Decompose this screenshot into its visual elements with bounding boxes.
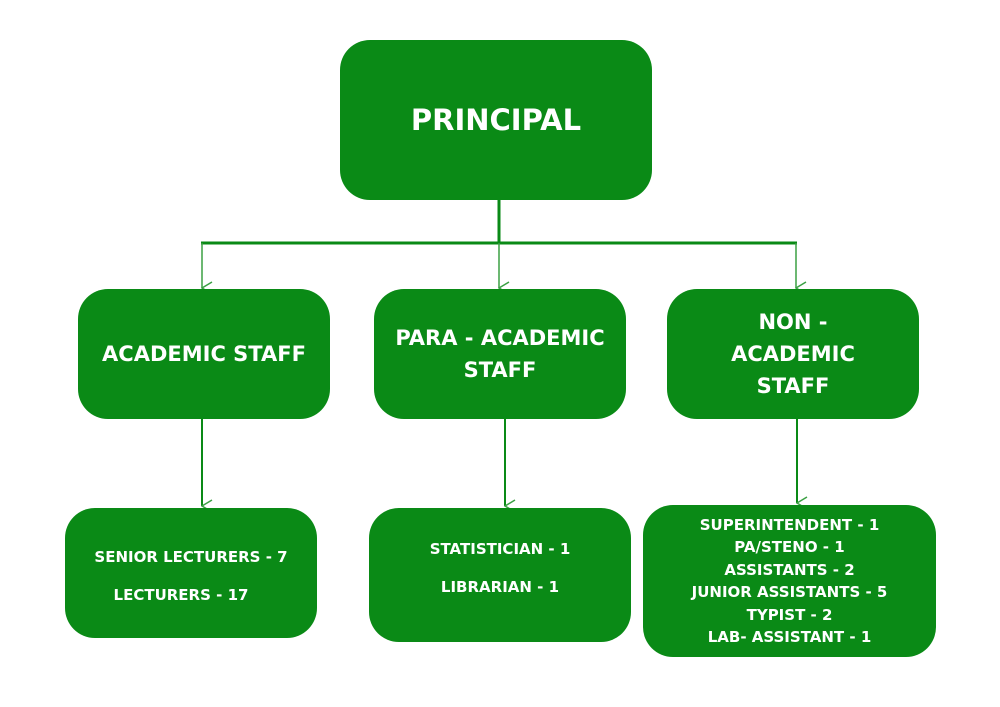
para-academic-staff-label: PARA - ACADEMIC STAFF <box>395 326 605 382</box>
role-item: ASSISTANTS - 2 <box>724 560 855 579</box>
role-item: JUNIOR ASSISTANTS - 5 <box>691 583 888 601</box>
role-item: STATISTICIAN - 1 <box>429 540 571 558</box>
para-academic-staff-box: PARA - ACADEMIC STAFF <box>374 289 626 419</box>
principal-box: PRINCIPAL <box>340 40 652 200</box>
principal-label: PRINCIPAL <box>410 103 582 137</box>
role-item: SUPERINTENDENT - 1 <box>699 515 880 534</box>
non-academic-staff-box: NON - ACADEMIC STAFF <box>667 289 919 419</box>
role-item: LIBRARIAN - 1 <box>440 578 560 596</box>
role-item: PA/STENO - 1 <box>734 538 845 556</box>
role-item: SENIOR LECTURERS - 7 <box>94 548 288 566</box>
academic-roles-box: SENIOR LECTURERS - 7 LECTURERS - 17 <box>65 508 317 638</box>
academic-staff-box: ACADEMIC STAFF <box>78 289 330 419</box>
non-academic-staff-label: NON - ACADEMIC STAFF <box>731 310 855 398</box>
para-academic-roles-box: STATISTICIAN - 1 LIBRARIAN - 1 <box>369 508 631 642</box>
role-item: TYPIST - 2 <box>746 605 833 624</box>
role-item: LECTURERS - 17 <box>113 586 249 604</box>
non-academic-roles-box: SUPERINTENDENT - 1 PA/STENO - 1 ASSISTAN… <box>643 505 936 657</box>
academic-staff-label: ACADEMIC STAFF <box>102 342 306 366</box>
role-item: LAB- ASSISTANT - 1 <box>707 628 872 646</box>
